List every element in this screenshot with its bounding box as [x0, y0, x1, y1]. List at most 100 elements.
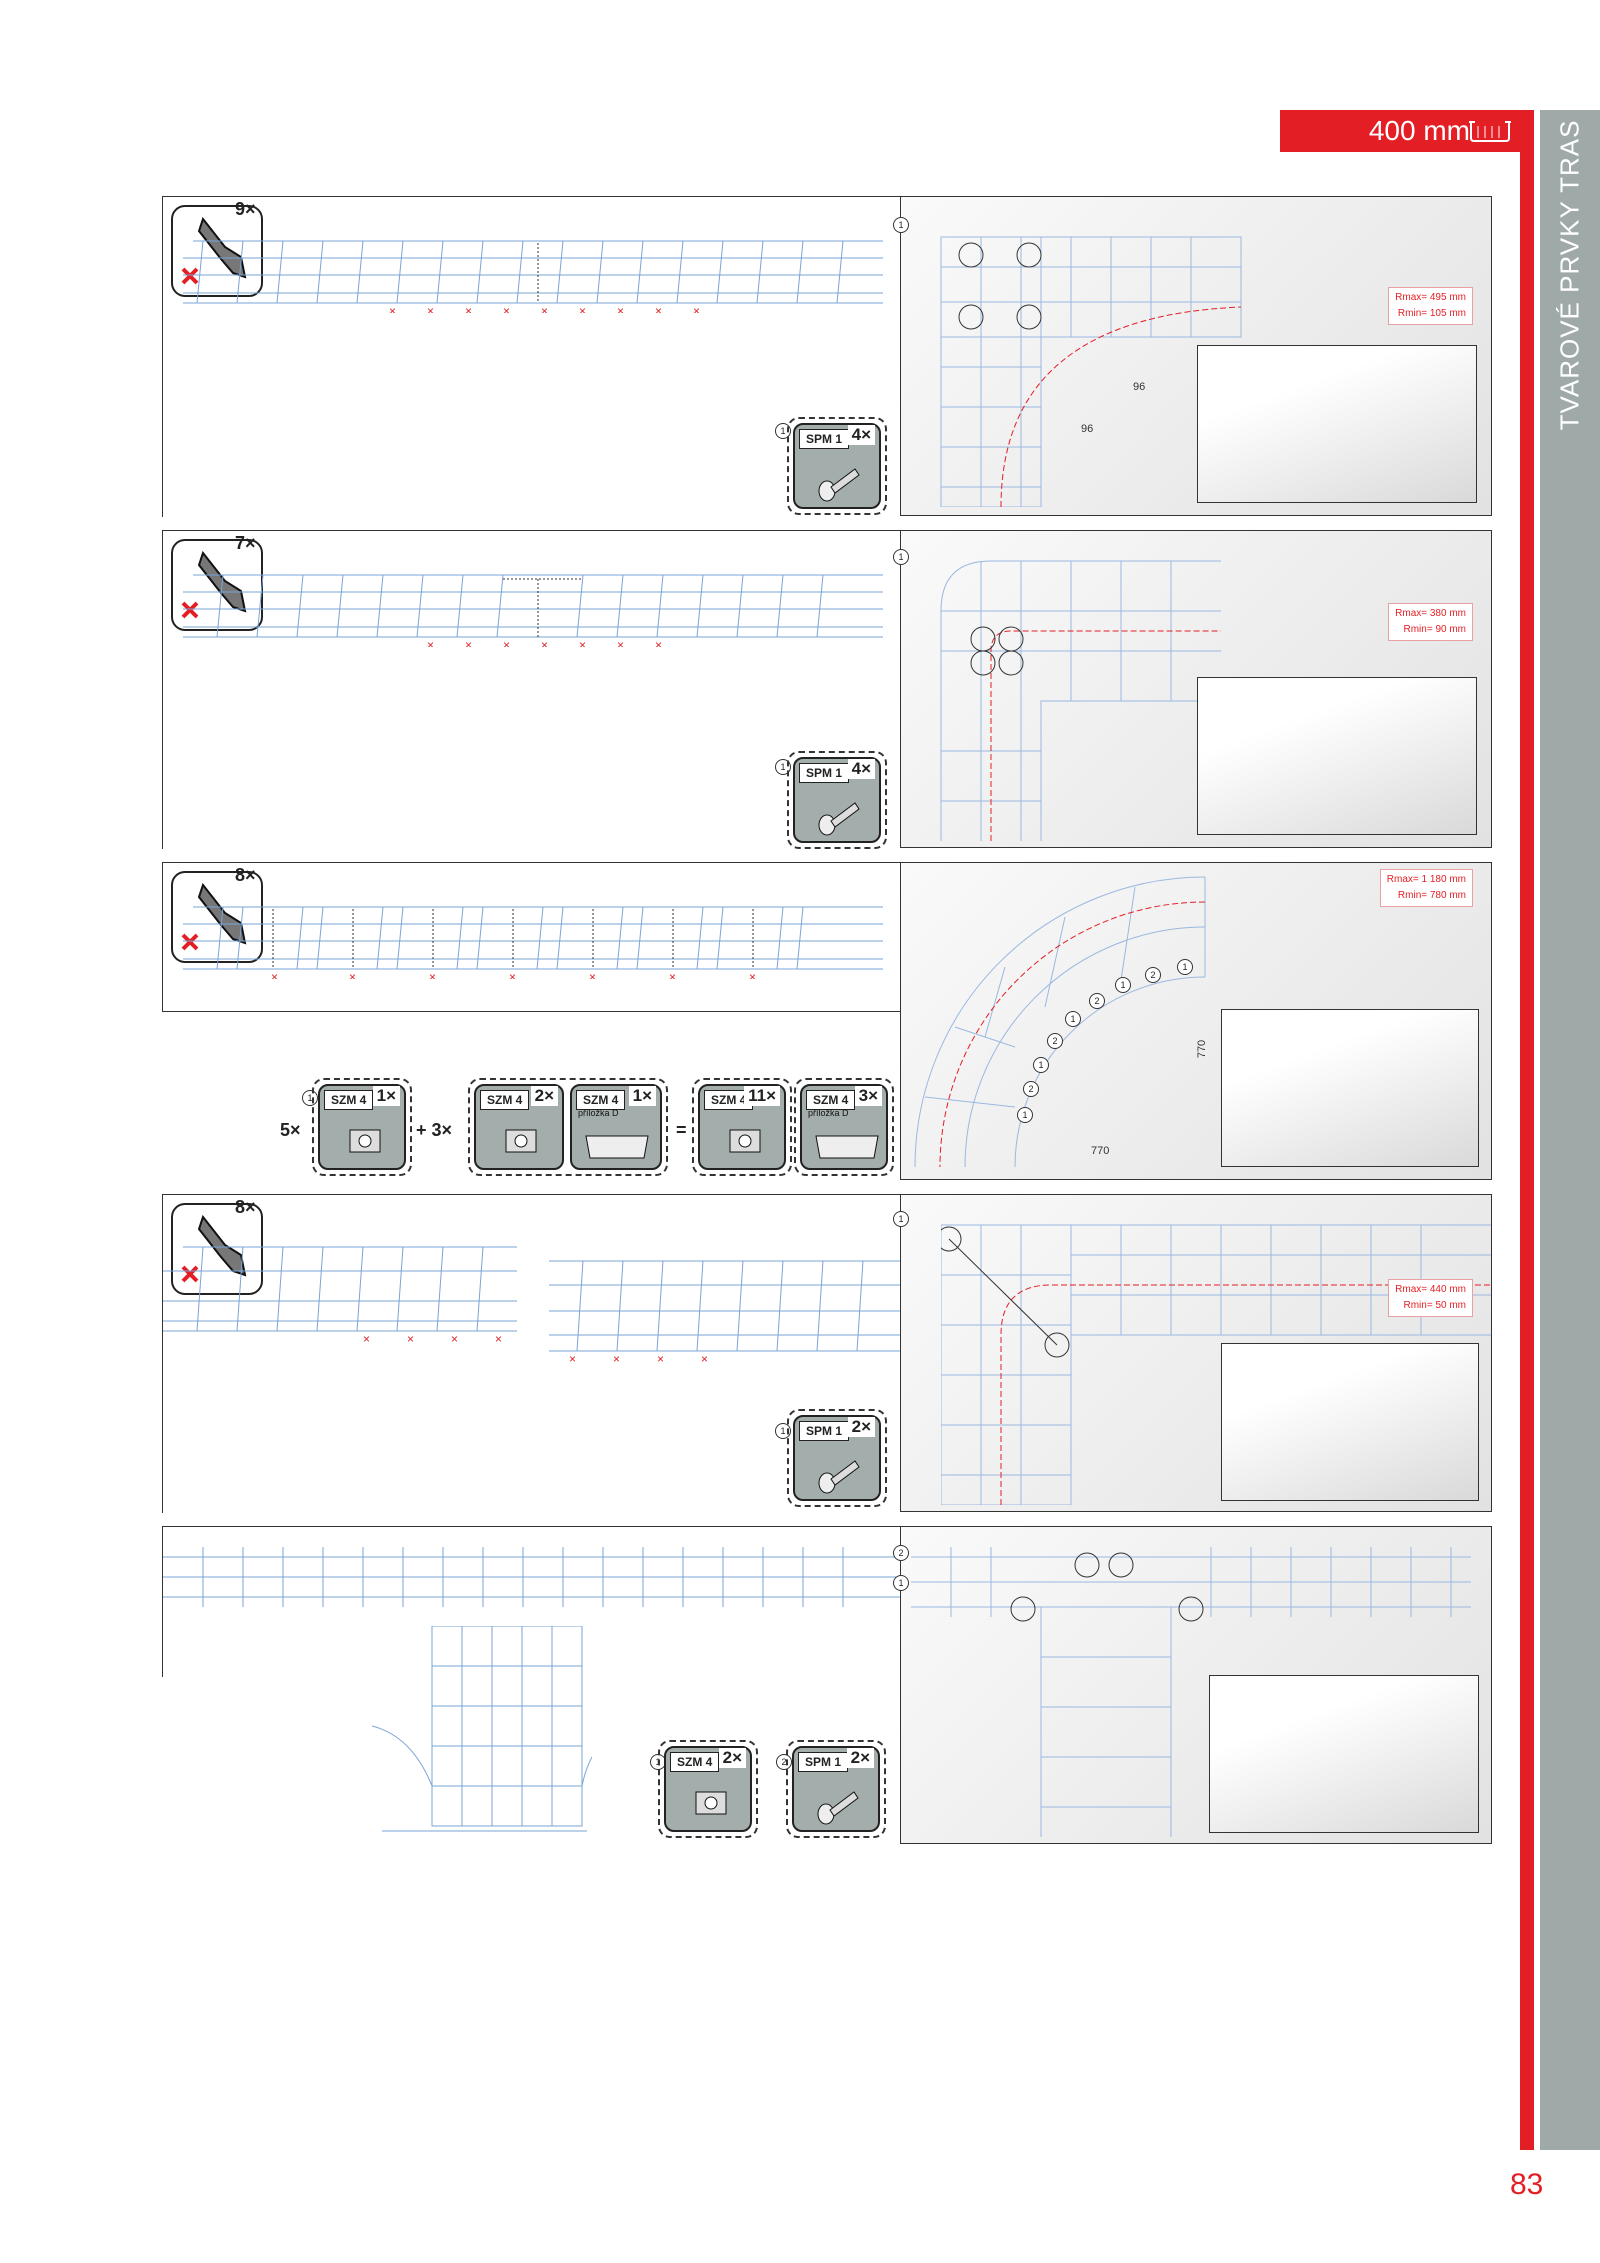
svg-text:×: × — [271, 970, 278, 979]
3d-render-inset — [1221, 1009, 1479, 1167]
part-code: SPM 1 — [799, 429, 850, 449]
svg-text:×: × — [427, 638, 434, 647]
part-marker: 2 — [776, 1754, 792, 1770]
no-wrench-icon — [171, 1203, 263, 1295]
svg-text:×: × — [617, 304, 624, 313]
part-qty: 2× — [530, 1086, 558, 1106]
callout-marker: 1 — [893, 217, 909, 233]
tray-section-drawing: ××××××× — [183, 906, 883, 979]
part-qty: 3× — [854, 1086, 882, 1106]
svg-text:×: × — [465, 304, 472, 313]
cut-count: 9× — [235, 199, 256, 219]
svg-text:×: × — [349, 970, 356, 979]
part-qty: 2× — [718, 1748, 746, 1768]
part-marker: 1 — [302, 1090, 318, 1106]
svg-text:×: × — [579, 638, 586, 647]
grey-sidebar — [1540, 110, 1600, 2150]
large-bend-drawing — [914, 876, 1206, 1167]
callout-marker: 1 — [1115, 977, 1131, 993]
svg-text:×: × — [427, 304, 434, 313]
render-panel: 2 1 — [893, 1526, 1492, 1844]
part-code: SPM 1 — [798, 1752, 849, 1772]
equals-sign: = — [676, 1120, 687, 1140]
tee-junction-drawing — [940, 236, 1242, 507]
part-subtitle: příložka D — [578, 1108, 619, 1118]
cut-count: 7× — [235, 533, 256, 553]
multiplier: + 3× — [416, 1120, 453, 1140]
callout-marker: 1 — [893, 1575, 909, 1591]
svg-text:×: × — [465, 638, 472, 647]
tray-section-drawing: ×××××××× — [163, 1246, 901, 1366]
cut-count: 8× — [235, 865, 256, 885]
callout-marker: 2 — [1145, 967, 1161, 983]
width-title: 400 mm — [1368, 115, 1470, 146]
clamp-icon — [729, 1129, 761, 1153]
svg-text:×: × — [589, 970, 596, 979]
callout-marker: 2 — [893, 1545, 909, 1561]
part-code: SZM 4 — [704, 1090, 754, 1110]
callout-marker: 1 — [893, 549, 909, 565]
tee-side-drawing — [372, 1626, 592, 1832]
dimension: 96 — [1081, 423, 1094, 435]
callout-marker: 2 — [1089, 993, 1105, 1009]
svg-text:×: × — [451, 1332, 458, 1346]
callout-marker: 1 — [1177, 959, 1193, 975]
part-code: SZM 4 — [576, 1090, 626, 1110]
no-wrench-icon — [171, 539, 263, 631]
instruction-panel — [162, 1526, 901, 1677]
callout-marker: 1 — [1065, 1011, 1081, 1027]
red-sidebar — [1520, 110, 1534, 2150]
svg-text:×: × — [749, 970, 756, 979]
part-code: SZM 4 — [670, 1752, 720, 1772]
width-header: 400 mm — [1280, 110, 1520, 152]
svg-text:×: × — [655, 638, 662, 647]
multiplier: 5× — [280, 1120, 301, 1140]
svg-text:×: × — [617, 638, 624, 647]
bolt-icon — [818, 802, 860, 836]
bolt-icon — [817, 1791, 859, 1825]
section-title: TVAROVÉ PRVKY TRAS — [1554, 119, 1585, 431]
svg-text:×: × — [509, 970, 516, 979]
cut-count: 8× — [235, 1197, 256, 1217]
part-subtitle: příložka D — [808, 1108, 849, 1118]
3d-render-inset — [1197, 345, 1477, 503]
plate-icon — [815, 1135, 879, 1159]
part-qty: 1× — [372, 1086, 400, 1106]
dimension: 770 — [1091, 1145, 1110, 1157]
clamp-icon — [695, 1791, 727, 1815]
bolt-icon — [818, 468, 860, 502]
callout-marker: 1 — [893, 1211, 909, 1227]
tray-icon — [1469, 121, 1511, 142]
3d-render-inset — [1197, 677, 1477, 835]
svg-text:×: × — [503, 638, 510, 647]
callout-marker: 2 — [1023, 1081, 1039, 1097]
callout-marker: 2 — [1047, 1033, 1063, 1049]
dimension: 770 — [1196, 1039, 1209, 1059]
part-qty: 4× — [847, 759, 875, 779]
svg-text:×: × — [495, 1332, 502, 1346]
tee-top-drawing — [911, 1547, 1471, 1837]
part-code: SZM 4 — [480, 1090, 530, 1110]
part-qty: 2× — [847, 1417, 875, 1437]
part-code: SZM 4 — [324, 1090, 374, 1110]
svg-text:×: × — [569, 1352, 576, 1366]
svg-text:×: × — [429, 970, 436, 979]
part-qty: 2× — [846, 1748, 874, 1768]
svg-text:×: × — [657, 1352, 664, 1366]
